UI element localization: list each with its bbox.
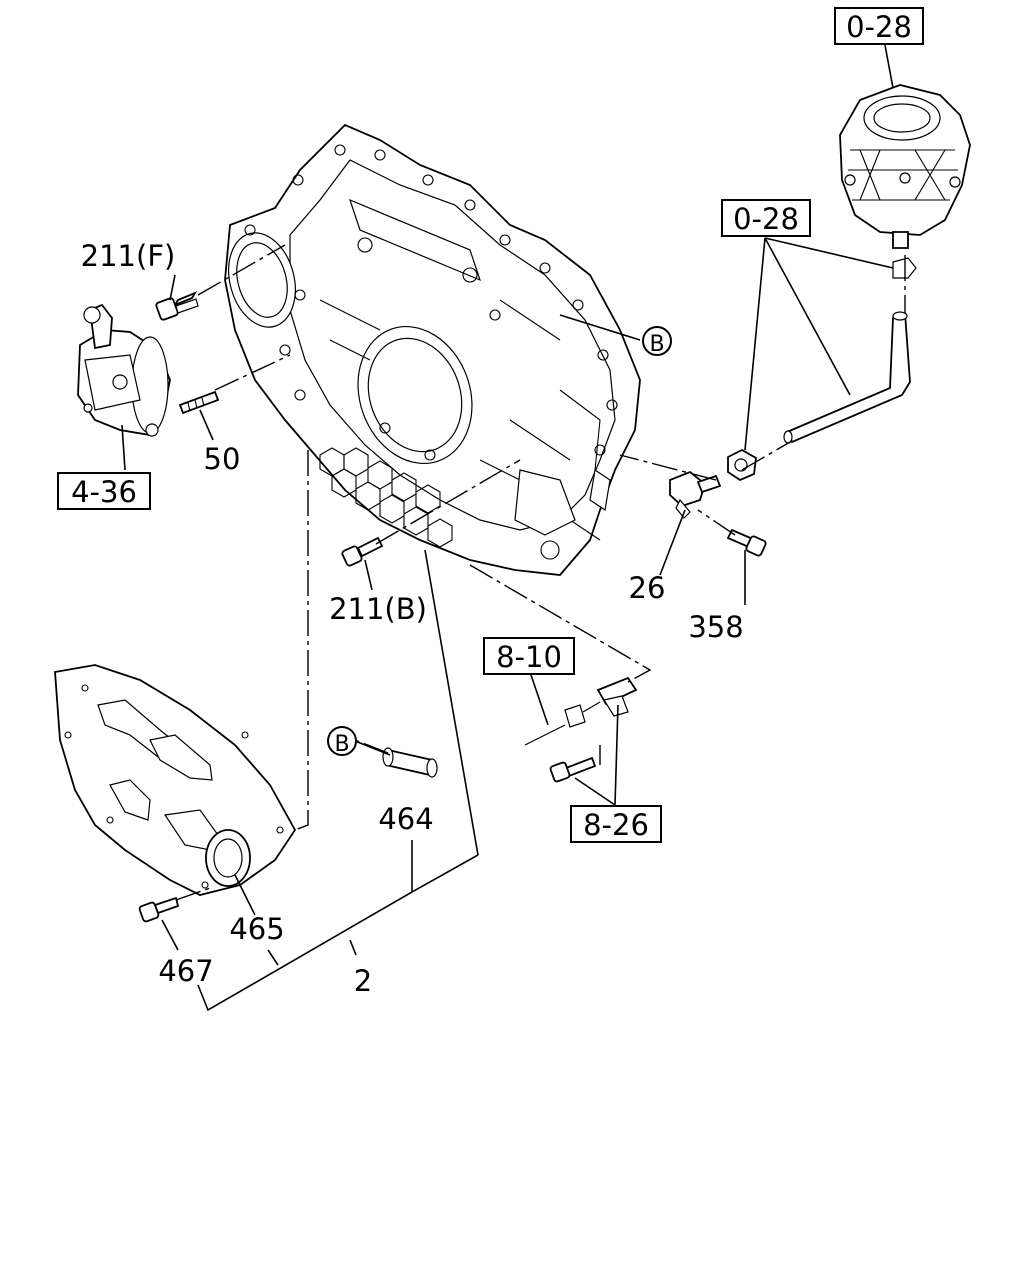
leader-lines (121, 44, 906, 1012)
ref-box-8-10[interactable]: 8-10 (483, 637, 575, 675)
marker-b-right: B (642, 326, 672, 357)
part-label-26: 26 (629, 571, 666, 605)
part-label-465: 465 (229, 912, 284, 946)
ref-label: 4-36 (71, 475, 137, 509)
part-label-2: 2 (354, 964, 372, 998)
bolt-467 (138, 896, 180, 923)
vacuum-pump (77, 303, 171, 437)
dowel-464 (382, 747, 438, 778)
ref-label: 8-10 (496, 640, 562, 674)
cover-plate-465 (54, 664, 297, 896)
ref-box-8-26[interactable]: 8-26 (570, 805, 662, 843)
ref-label: 0-28 (733, 202, 799, 236)
bolt-8-26 (549, 756, 597, 783)
sensor-8-10 (524, 676, 638, 746)
marker-b-left: B (327, 726, 357, 757)
part-label-467: 467 (158, 954, 213, 988)
part-label-464: 464 (378, 802, 433, 836)
ref-box-0-28-top[interactable]: 0-28 (834, 7, 924, 45)
marker-label: B (649, 332, 664, 357)
part-label-211b: 211(B) (329, 592, 427, 626)
bolt-211b (341, 536, 384, 567)
ref-box-0-28-mid[interactable]: 0-28 (721, 199, 811, 237)
part-label-211f: 211(F) (81, 239, 176, 273)
flywheel-housing (224, 123, 641, 576)
separator-unit (839, 84, 971, 249)
ref-label: 8-26 (583, 808, 649, 842)
hose-assembly (727, 257, 917, 482)
part-label-358: 358 (688, 610, 743, 644)
marker-label: B (334, 732, 349, 757)
ref-label: 0-28 (846, 10, 912, 44)
ref-box-4-36[interactable]: 4-36 (57, 472, 151, 510)
part-label-50: 50 (204, 442, 241, 476)
stud-50 (178, 390, 220, 415)
bolt-211f (155, 291, 199, 321)
